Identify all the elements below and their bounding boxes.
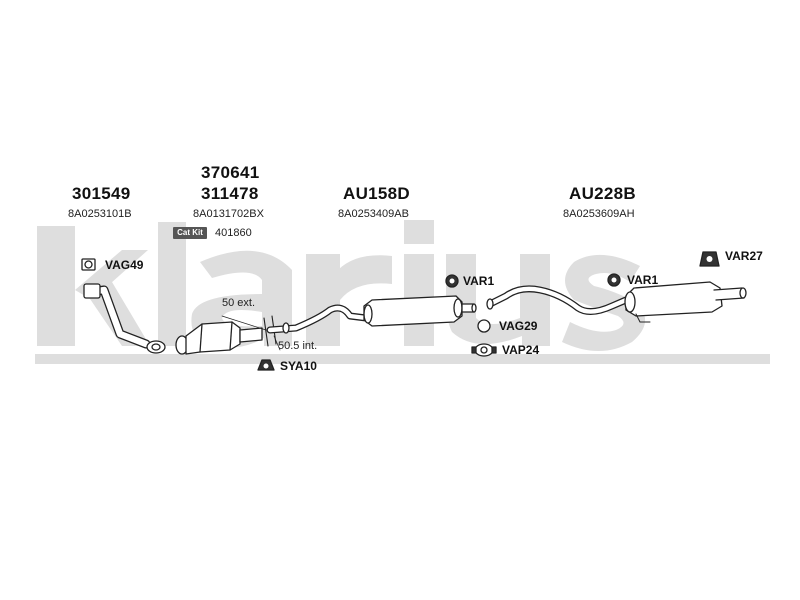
oe-reference: 8A0253409AB [338, 208, 409, 220]
vag29-gasket-ring-icon[interactable] [477, 319, 491, 333]
part-label-sya10: SYA10 [280, 359, 317, 373]
cat-kit-badge: Cat Kit [173, 227, 207, 239]
front-pipe-joint [146, 340, 166, 354]
var1-rubber-mount-icon[interactable] [445, 274, 459, 288]
vag49-gasket-icon[interactable] [81, 258, 96, 271]
part-label-var1: VAR1 [627, 273, 659, 287]
cat-kit-code: 401860 [215, 227, 252, 239]
vap24-clamp-icon[interactable] [471, 343, 497, 357]
part-label-vag49: VAG49 [105, 258, 144, 272]
oe-reference: 8A0253609AH [563, 208, 635, 220]
part-number: AU228B [569, 184, 636, 203]
oe-reference: 8A0253101B [68, 208, 132, 220]
rear-silencer-part[interactable] [486, 281, 747, 323]
sya10-mounting-kit-icon[interactable] [257, 359, 275, 371]
part-label-var27: VAR27 [725, 249, 763, 263]
part-label-var1: VAR1 [463, 274, 495, 288]
part-label-vag29: VAG29 [499, 319, 538, 333]
overlap-ext-note: 50 ext. [222, 297, 256, 309]
part-number: 301549 [72, 184, 131, 203]
front-pipe-flange [83, 283, 101, 299]
part-number: 311478 [201, 184, 259, 203]
var1-rubber-mount-icon[interactable] [607, 273, 621, 287]
var27-hanger-icon[interactable] [699, 251, 720, 267]
part-number: AU158D [343, 184, 410, 203]
part-number: 370641 [201, 163, 260, 182]
oe-reference: 8A0131702BX [193, 208, 264, 220]
part-label-vap24: VAP24 [502, 343, 540, 357]
front-pipe-part[interactable] [83, 283, 166, 354]
catalytic-converter-part[interactable] [175, 321, 263, 355]
overlap-int-note: 50.5 int. [278, 340, 318, 352]
middle-silencer-part[interactable] [266, 295, 477, 334]
